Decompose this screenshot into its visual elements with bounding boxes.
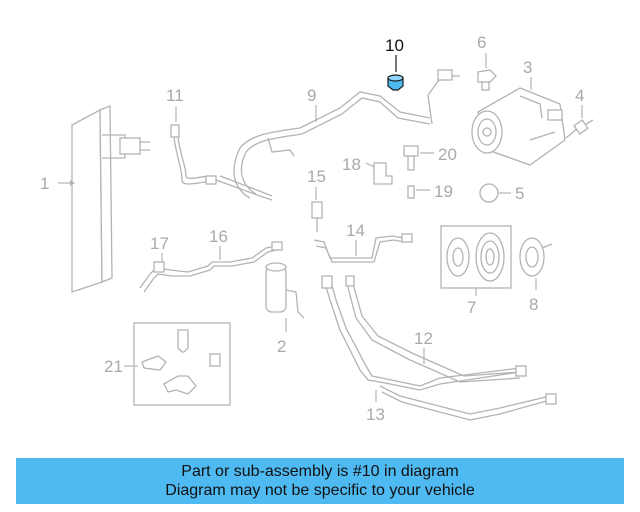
callout-19: 19 [434, 182, 453, 201]
callout-12: 12 [414, 329, 433, 348]
callout-17: 17 [150, 234, 169, 253]
callout-20: 20 [438, 145, 457, 164]
callout-8: 8 [529, 295, 538, 314]
part-14-line [313, 233, 413, 263]
info-banner: Part or sub-assembly is #10 in diagram D… [16, 458, 624, 504]
callout-3: 3 [523, 58, 532, 77]
callout-13: 13 [366, 405, 385, 424]
part-18-bracket [365, 162, 393, 185]
part-8-coil [519, 237, 553, 290]
part-6-bolt [477, 53, 497, 91]
part-10-cap-highlighted [387, 55, 404, 91]
part-15-sensor [311, 187, 323, 232]
callout-16: 16 [209, 227, 228, 246]
callout-10-highlighted: 10 [385, 36, 404, 55]
callout-11: 11 [166, 86, 184, 105]
part-16-17-hose [139, 241, 283, 293]
callout-15: 15 [307, 167, 326, 186]
parts-diagram: 1 11 9 10 6 [40, 33, 594, 424]
part-5-plug [479, 183, 511, 203]
part-21-kit [124, 322, 231, 406]
part-4-valve [565, 105, 594, 139]
callout-4: 4 [575, 86, 584, 105]
part-11-hose [170, 106, 273, 201]
callout-14: 14 [346, 221, 365, 240]
part-7-clutch-assembly [440, 225, 512, 296]
part-19-oring [407, 185, 430, 199]
callout-7: 7 [467, 298, 476, 317]
part-3-compressor [471, 77, 566, 166]
banner-line-2: Diagram may not be specific to your vehi… [165, 482, 475, 499]
part-12-13-hoses [321, 275, 557, 421]
callout-21: 21 [104, 357, 123, 376]
callout-5: 5 [515, 184, 524, 203]
banner-line-1: Part or sub-assembly is #10 in diagram [181, 463, 459, 480]
part-2-receiver-drier [265, 262, 305, 332]
callout-6: 6 [477, 33, 486, 52]
part-9-hose-assembly [233, 69, 460, 199]
callout-18: 18 [342, 155, 361, 174]
part-20-bolt [403, 145, 434, 171]
callout-1: 1 [40, 174, 49, 193]
part-1-condenser [58, 105, 150, 293]
callout-2: 2 [277, 337, 286, 356]
callout-9: 9 [307, 86, 316, 105]
